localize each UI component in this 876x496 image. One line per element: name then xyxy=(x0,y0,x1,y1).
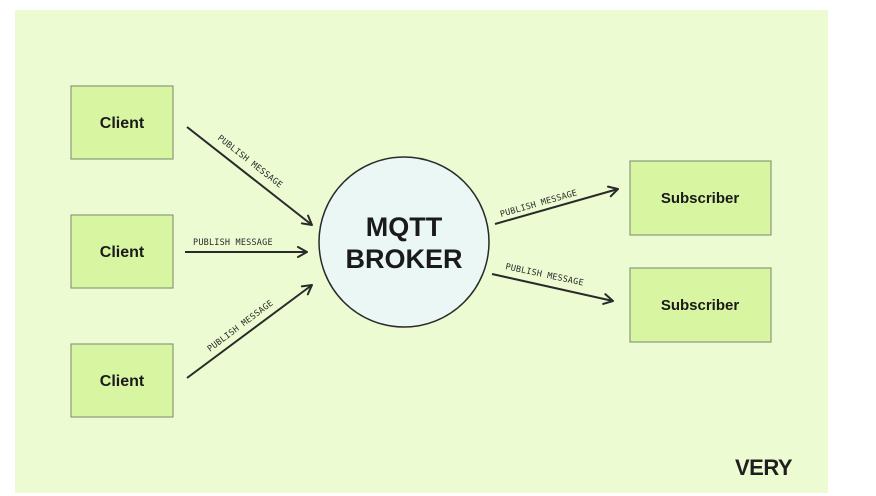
client-label: Client xyxy=(100,244,145,261)
client-label: Client xyxy=(100,373,145,390)
broker-label-line1: MQTT xyxy=(366,212,443,242)
client-node-1: Client xyxy=(70,85,174,160)
broker-label-line2: BROKER xyxy=(345,244,462,274)
arrow-client3-to-broker xyxy=(186,284,313,379)
mqtt-diagram: Client Client Client MQTT BROKER Subscri… xyxy=(70,85,793,480)
message-label-client3: PUBLISH MESSAGE xyxy=(206,298,276,354)
client-label: Client xyxy=(100,115,145,132)
arrow-broker-to-subscriber1 xyxy=(494,185,619,225)
client-node-2: Client xyxy=(70,214,174,289)
message-label-subscriber2: PUBLISH MESSAGE xyxy=(504,262,584,288)
subscriber-label: Subscriber xyxy=(661,297,740,314)
diagram-canvas: Client Client Client MQTT BROKER Subscri… xyxy=(15,10,828,493)
client-node-3: Client xyxy=(70,343,174,418)
message-label-client2: PUBLISH MESSAGE xyxy=(193,238,273,248)
arrow-client1-to-broker xyxy=(186,126,313,226)
subscriber-label: Subscriber xyxy=(661,190,740,207)
message-label-client1: PUBLISH MESSAGE xyxy=(215,133,284,190)
very-logo: VERY xyxy=(735,455,793,480)
subscriber-node-1: Subscriber xyxy=(629,160,772,236)
arrow-broker-to-subscriber2 xyxy=(491,273,614,305)
mqtt-broker-node: MQTT BROKER xyxy=(318,156,490,328)
subscriber-node-2: Subscriber xyxy=(629,267,772,343)
